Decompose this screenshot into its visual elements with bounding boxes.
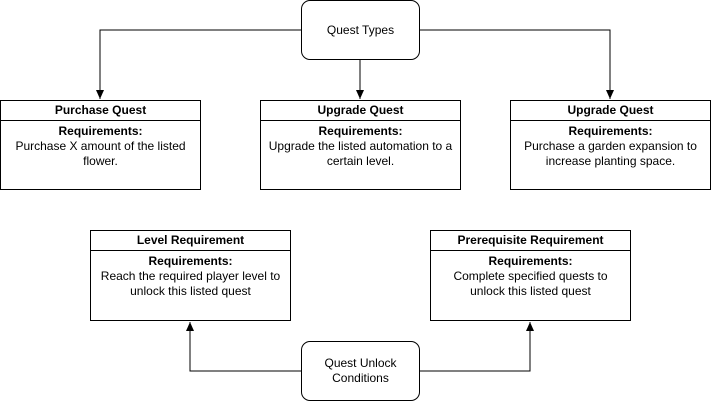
quest-types-node: Quest Types — [301, 0, 420, 60]
level-requirement-requirements-heading: Requirements: — [148, 254, 233, 268]
prerequisite-requirement-title: Prerequisite Requirement — [431, 231, 630, 251]
upgrade-quest-automation-title: Upgrade Quest — [261, 101, 460, 121]
prerequisite-requirement-body: Requirements: Complete specified quests … — [431, 251, 630, 299]
arrow-to-purchase-quest — [96, 29, 301, 99]
prerequisite-requirement-requirements-text: Complete specified quests to unlock this… — [453, 269, 608, 298]
upgrade-quest-automation-requirements-text: Upgrade the listed automation to a certa… — [268, 139, 453, 168]
upgrade-quest-garden-requirements-heading: Requirements: — [568, 124, 653, 138]
level-requirement-card: Level Requirement Requirements: Reach th… — [90, 230, 291, 321]
level-requirement-body: Requirements: Reach the required player … — [91, 251, 290, 299]
prerequisite-requirement-card: Prerequisite Requirement Requirements: C… — [430, 230, 631, 321]
arrow-to-prerequisite-requirement — [420, 322, 534, 372]
purchase-quest-body: Requirements: Purchase X amount of the l… — [1, 121, 200, 169]
arrow-to-level-requirement — [186, 322, 301, 372]
upgrade-quest-automation-card: Upgrade Quest Requirements: Upgrade the … — [260, 100, 461, 190]
upgrade-quest-garden-card: Upgrade Quest Requirements: Purchase a g… — [510, 100, 711, 190]
quest-unlock-conditions-node: Quest Unlock Conditions — [301, 341, 420, 401]
prerequisite-requirement-requirements-heading: Requirements: — [488, 254, 573, 268]
level-requirement-title: Level Requirement — [91, 231, 290, 251]
upgrade-quest-garden-requirements-text: Purchase a garden expansion to increase … — [524, 139, 697, 168]
purchase-quest-card: Purchase Quest Requirements: Purchase X … — [0, 100, 201, 190]
upgrade-quest-automation-requirements-heading: Requirements: — [318, 124, 403, 138]
level-requirement-requirements-text: Reach the required player level to unloc… — [100, 269, 281, 298]
purchase-quest-requirements-text: Purchase X amount of the listed flower. — [15, 139, 186, 168]
upgrade-quest-garden-body: Requirements: Purchase a garden expansio… — [511, 121, 710, 169]
upgrade-quest-garden-title: Upgrade Quest — [511, 101, 710, 121]
arrow-to-upgrade-quest-garden — [420, 29, 614, 99]
purchase-quest-requirements-heading: Requirements: — [58, 124, 143, 138]
quest-unlock-conditions-label: Quest Unlock Conditions — [324, 356, 397, 385]
quest-types-label: Quest Types — [326, 22, 395, 37]
purchase-quest-title: Purchase Quest — [1, 101, 200, 121]
upgrade-quest-automation-body: Requirements: Upgrade the listed automat… — [261, 121, 460, 169]
